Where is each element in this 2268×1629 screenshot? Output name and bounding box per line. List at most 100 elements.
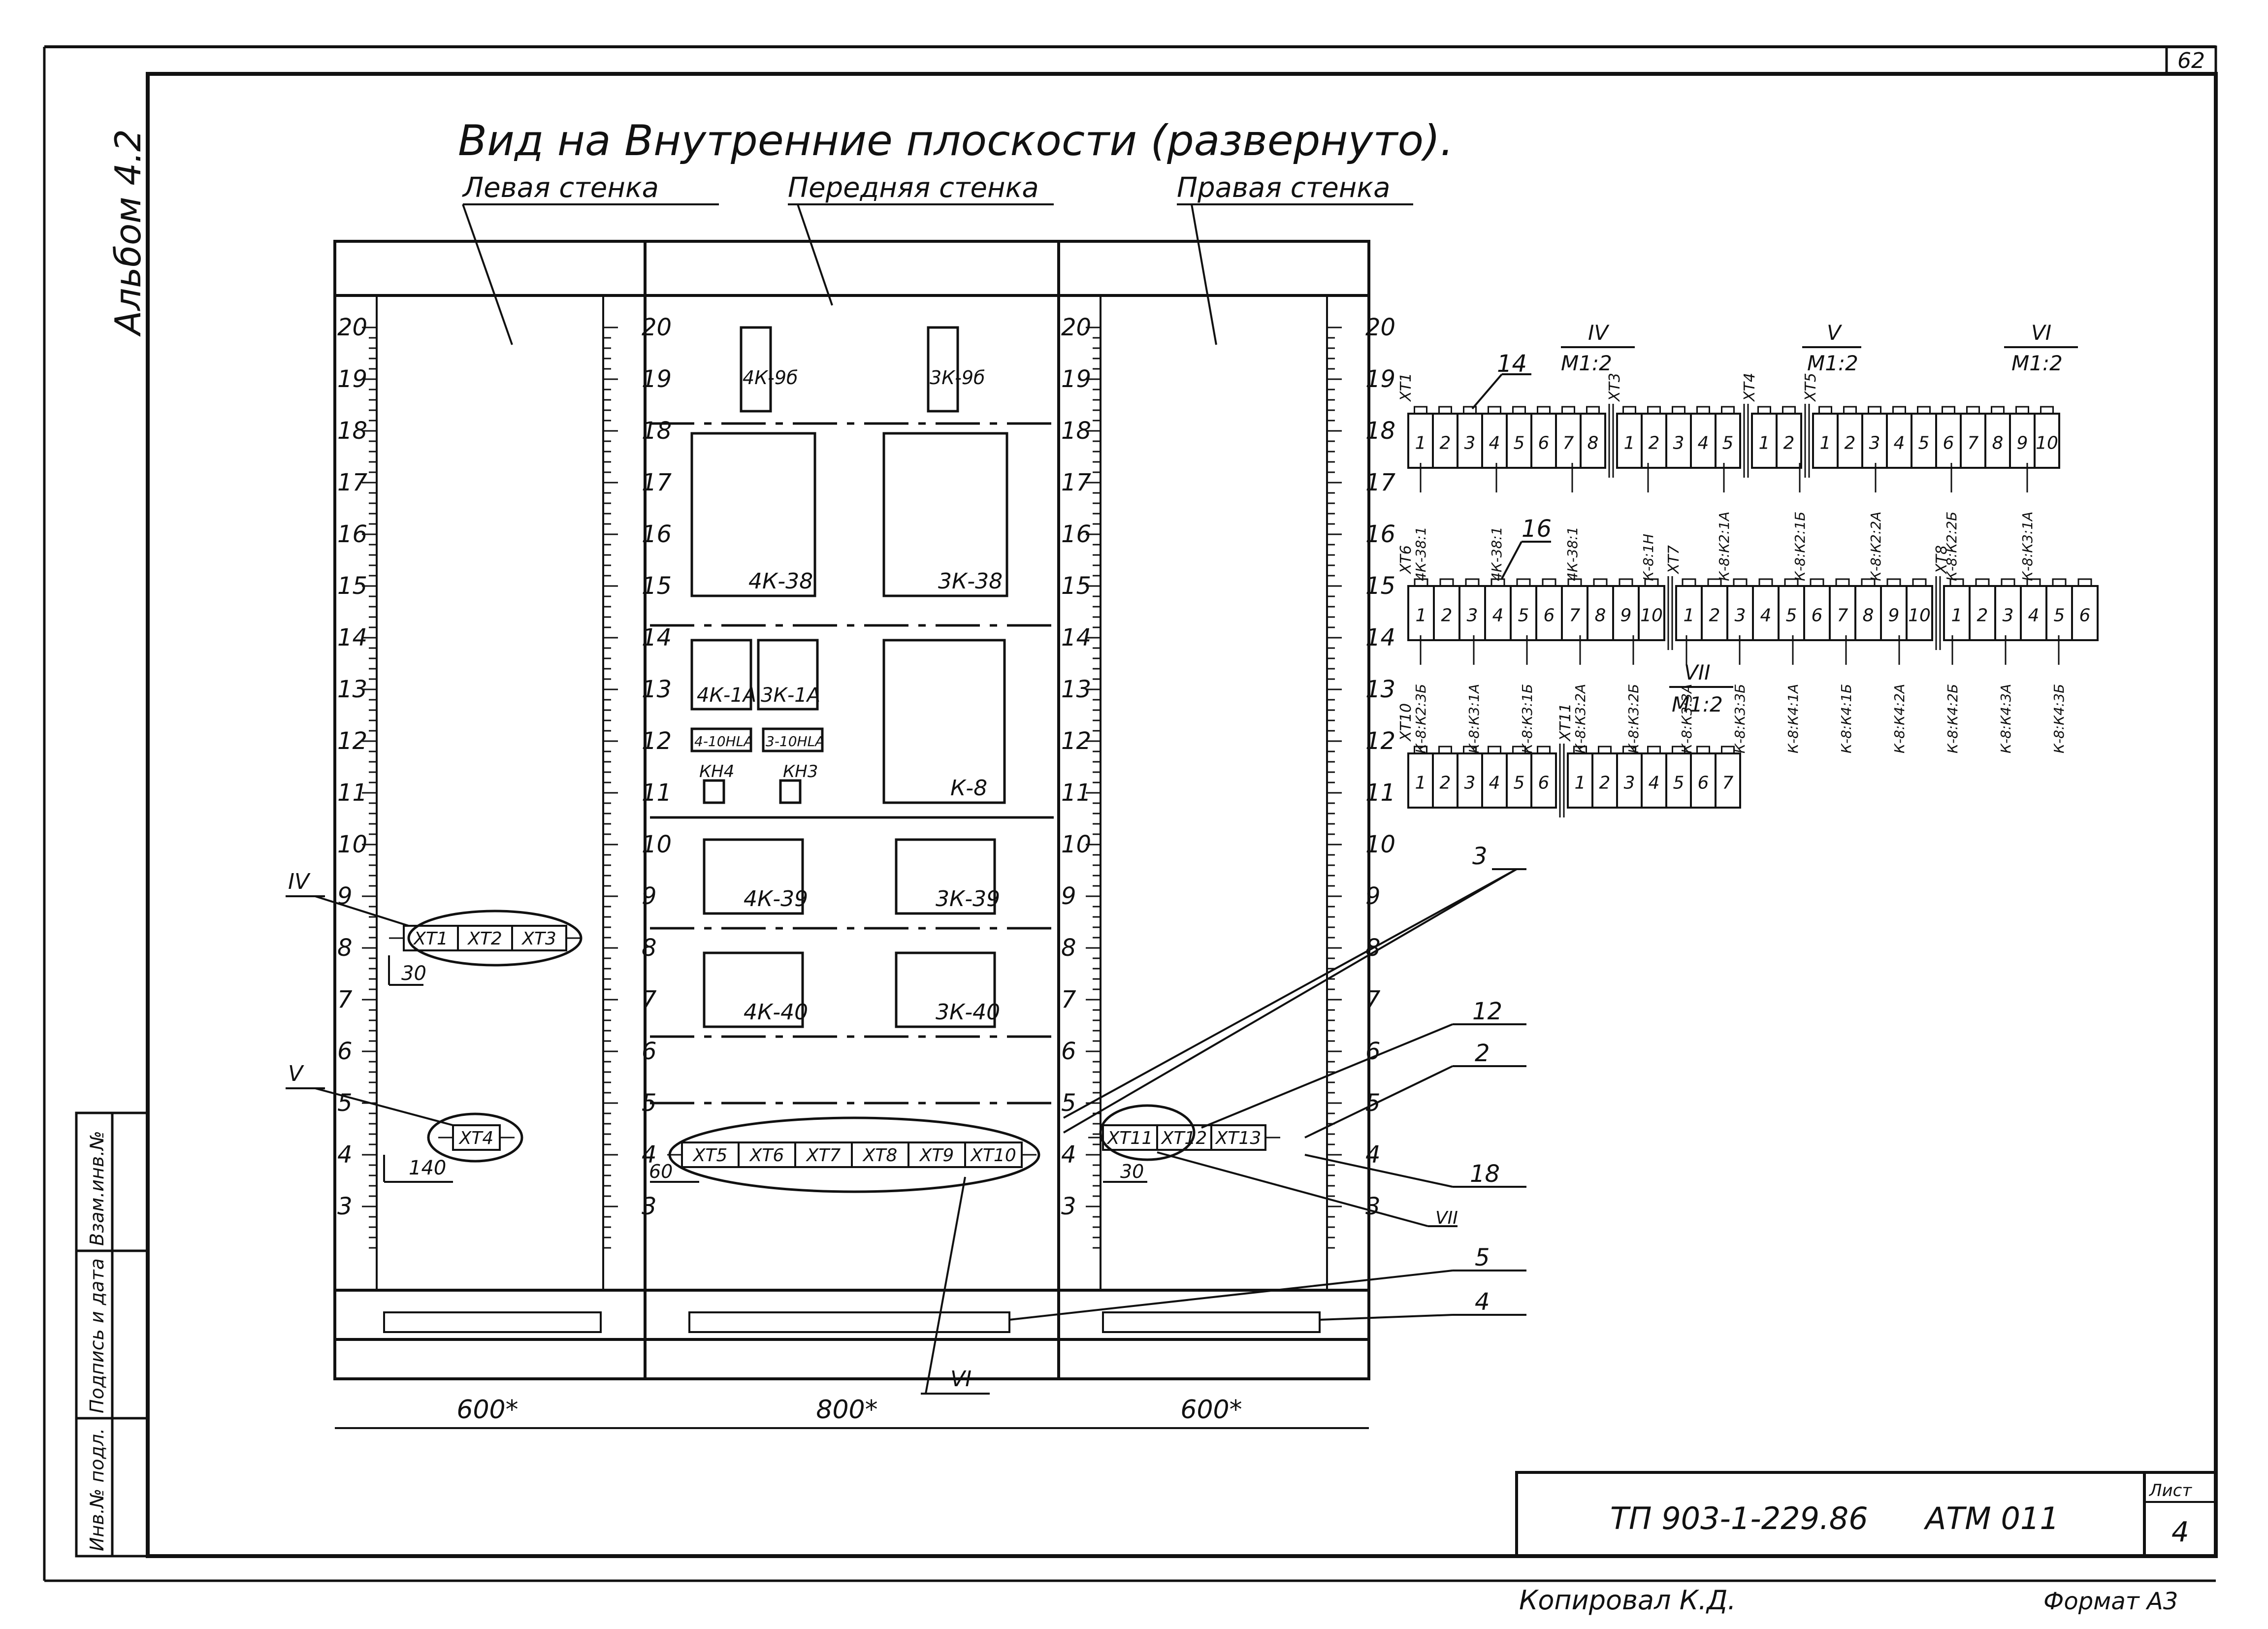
- strip3-cell-tab: [1696, 746, 1710, 754]
- sheet-number: 62: [2177, 48, 2205, 73]
- section-marks: [286, 868, 1526, 1395]
- strip-scale-v: М1:2: [1807, 351, 1858, 375]
- wall-title-left: Левая стенка: [462, 172, 659, 204]
- strip2-cell-tab: [1414, 578, 1428, 587]
- strip-scale-vii: М1:2: [1672, 692, 1723, 717]
- terminal-row-front-label: ХТ5: [692, 1145, 728, 1166]
- strip2-cell-number: 6: [1544, 606, 1555, 626]
- ruler-3-tick-label: 14: [1365, 624, 1395, 652]
- strip1-cell-tab: [2015, 406, 2029, 415]
- strip1-cell-number: 8: [1992, 433, 2004, 454]
- strip2-cell-tab: [1644, 578, 1659, 587]
- strip3-cell-number: 5: [1673, 773, 1685, 793]
- ruler-1-tick-label: 15: [642, 572, 672, 600]
- ruler-3-tick-label: 11: [1365, 779, 1395, 807]
- device-3k38: [882, 432, 1008, 597]
- strip2-wire-label: К-8:К4:1А: [1785, 684, 1801, 753]
- ruler-1-tick-label: 4: [642, 1141, 657, 1169]
- strip1-cell-tab: [1696, 406, 1710, 415]
- device-3k39: [895, 838, 996, 915]
- strip1-group-label: ХТ1: [1397, 373, 1415, 402]
- side-stamp-sign: Подпись и дата: [86, 1258, 108, 1413]
- strip1-cell-number: 1: [1759, 433, 1770, 454]
- strip2-wire-label: К-8:К2:3Б: [1413, 684, 1429, 753]
- strip2-cell-number: 3: [2003, 606, 2014, 626]
- drawing-title: Вид на Внутренние плоскости (развернуто)…: [458, 116, 1454, 165]
- strip1-cell-tab: [1414, 406, 1427, 415]
- device-3k40: [895, 951, 996, 1028]
- strip3-cell-tab: [1573, 746, 1587, 754]
- strip2-cell-number: 7: [1837, 606, 1848, 626]
- strip1-cell-tab: [1586, 406, 1600, 415]
- strip1-cell-number: 4: [1489, 433, 1500, 454]
- strip1-wire-label: К-8:К2:2А: [1868, 512, 1884, 581]
- mark-vi-cabinet: VI: [950, 1367, 972, 1392]
- ruler-3-tick-label: 4: [1365, 1141, 1381, 1169]
- ruler-0-tick-label: 4: [337, 1141, 353, 1169]
- terminal-row-front-block: [794, 1141, 853, 1168]
- ruler-3-tick-label: 10: [1365, 831, 1395, 858]
- strip-mark-v: V: [1827, 321, 1843, 345]
- strip1-cell-tab: [1488, 406, 1501, 415]
- strip1-group-label: ХТ4: [1741, 373, 1758, 402]
- strip3-cell-number: 1: [1415, 773, 1426, 793]
- strip2-wire-label: К-8:К3:1Б: [1519, 684, 1535, 753]
- ruler-3-tick-label: 9: [1365, 882, 1381, 910]
- strip1-cell-tab: [1782, 406, 1796, 415]
- strip2-cell-number: 9: [1888, 606, 1900, 626]
- title-block: [1515, 1471, 2217, 1558]
- device-3k40-label: 3К-40: [936, 1000, 1000, 1025]
- ruler-2-tick-label: 3: [1061, 1193, 1076, 1220]
- ruler-3-tick-label: 3: [1365, 1193, 1381, 1220]
- strip2-cell-number: 9: [1620, 606, 1632, 626]
- device-4k40-label: 4К-40: [744, 1000, 808, 1025]
- strip2-cell-number: 7: [1569, 606, 1581, 626]
- strip2-cell-number: 10: [1908, 606, 1931, 626]
- ruler-0-tick-label: 8: [337, 934, 353, 962]
- strip2-cell-tab: [1619, 578, 1633, 587]
- ruler-0-tick-label: 7: [337, 986, 353, 1013]
- ruler-3-tick-label: 6: [1365, 1038, 1381, 1065]
- strip2-cell-number: 2: [1709, 606, 1720, 626]
- strip2-cell-number: 10: [1640, 606, 1663, 626]
- dim-width-front: 800*: [816, 1395, 877, 1425]
- terminal-row-right-block: [1210, 1124, 1266, 1151]
- strip-mark-vii: VII: [1684, 660, 1711, 684]
- ruler-1-tick-label: 16: [642, 521, 672, 548]
- terminal-row-left-lower-block: [452, 1124, 501, 1151]
- strip2-cell-tab: [1784, 578, 1799, 587]
- terminal-row-right-label: ХТ12: [1161, 1128, 1207, 1148]
- terminal-row-right-label: ХТ11: [1106, 1128, 1153, 1148]
- strip1-cell-tab: [1647, 406, 1661, 415]
- strip3-cell-number: 3: [1624, 773, 1635, 793]
- strip1-cell-number: 5: [1514, 433, 1525, 454]
- ruler-1-tick-label: 11: [642, 779, 672, 807]
- ruler-1-tick-label: 8: [642, 934, 657, 962]
- device-4k1a: [690, 639, 752, 711]
- callout-5: 5: [1475, 1244, 1490, 1271]
- device-4k38: [690, 432, 816, 597]
- stamp-doc: АТМ 011: [1923, 1500, 2059, 1536]
- strip2-cell-tab: [1886, 578, 1901, 587]
- strip1-cell-tab: [1672, 406, 1685, 415]
- terminal-row-left-lower-label: ХТ4: [458, 1128, 494, 1148]
- ruler-3-tick-label: 16: [1365, 521, 1395, 548]
- terminal-row-left-upper-block: [511, 925, 567, 951]
- strip1-cell-number: 3: [1869, 433, 1880, 454]
- terminal-row-left-upper-label: ХТ3: [521, 929, 556, 949]
- terminal-row-front-label: ХТ7: [806, 1145, 841, 1166]
- dim-30-left: 30: [401, 962, 426, 985]
- callout-18: 18: [1470, 1160, 1500, 1188]
- strip2-group-label: ХТ7: [1665, 545, 1683, 575]
- inner-frame: [146, 72, 2218, 1558]
- ruler-0-tick-label: 3: [337, 1193, 353, 1220]
- strip2-wire-label: К-8:К3:1А: [1466, 684, 1482, 753]
- device-3k39-label: 3К-39: [936, 886, 1000, 912]
- side-stamp-inv: Инв.№ подл.: [86, 1428, 108, 1551]
- strip1-cell-number: 7: [1563, 433, 1574, 454]
- strip1-cell-tab: [1463, 406, 1477, 415]
- strip3-group-label: ХТ11: [1557, 703, 1574, 742]
- strip1-wire-label: К-8:К2:2Б: [1944, 512, 1960, 581]
- terminal-clouds: [407, 910, 1196, 1193]
